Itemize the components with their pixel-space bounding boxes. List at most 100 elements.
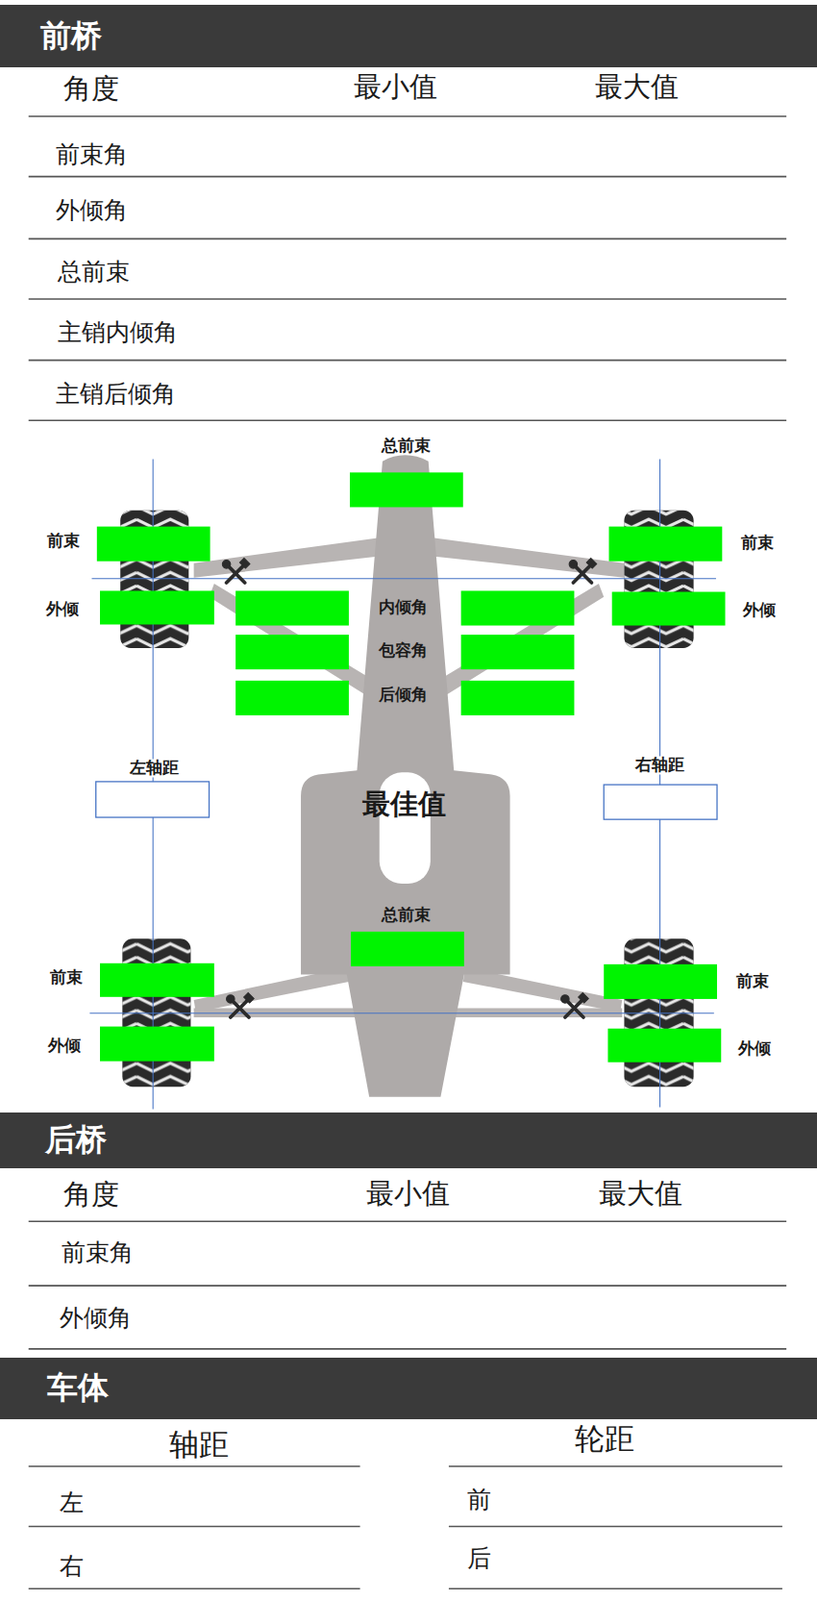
section-band: 前桥 bbox=[0, 4, 817, 68]
table-cell: 最大值 bbox=[598, 1177, 683, 1211]
table-cell: 后 bbox=[467, 1544, 492, 1573]
line-shape bbox=[28, 1586, 361, 1589]
diagram-label: 后倾角 bbox=[378, 685, 428, 704]
polygon-shape bbox=[209, 583, 371, 696]
line-shape bbox=[89, 1012, 714, 1014]
circle-shape bbox=[561, 994, 570, 1003]
rect-shape bbox=[607, 1028, 721, 1063]
rect-shape bbox=[235, 634, 349, 669]
polygon-shape bbox=[194, 537, 380, 577]
line-shape bbox=[28, 175, 787, 178]
section-band: 车体 bbox=[0, 1357, 817, 1419]
diagram-label: 总前束 bbox=[381, 905, 431, 924]
table-cell: 总前束 bbox=[57, 258, 130, 287]
section-band: 后桥 bbox=[0, 1112, 817, 1168]
table-cell: 前束角 bbox=[61, 1238, 134, 1267]
table-cell: 角度 bbox=[63, 1178, 120, 1212]
circle-shape bbox=[226, 994, 235, 1003]
value-boxes bbox=[97, 471, 726, 1062]
line-shape bbox=[28, 359, 787, 362]
section-title: 前桥 bbox=[40, 15, 102, 58]
diagram-label: 内倾角 bbox=[378, 598, 428, 618]
diagram-label: 总前束 bbox=[381, 436, 431, 455]
rect-shape bbox=[350, 931, 465, 966]
rect-shape bbox=[603, 784, 718, 819]
diagram-label: 前束 bbox=[49, 967, 83, 987]
diagram-label: 外倾 bbox=[48, 1036, 81, 1055]
line-shape bbox=[28, 1464, 361, 1467]
diagram-label: 前束 bbox=[741, 533, 774, 552]
rect-shape bbox=[578, 992, 590, 1004]
line-shape bbox=[448, 1525, 783, 1528]
diagram-label: 包容角 bbox=[378, 641, 428, 660]
rect-shape bbox=[461, 590, 575, 625]
wrench-icons bbox=[222, 558, 596, 1017]
suspension-arms bbox=[194, 537, 625, 1017]
diagram-label: 左轴距 bbox=[126, 759, 182, 778]
section-title: 车体 bbox=[47, 1366, 109, 1410]
line-shape bbox=[28, 1347, 787, 1350]
rect-shape bbox=[461, 634, 575, 669]
polygon-shape bbox=[443, 583, 605, 696]
rect-shape bbox=[239, 558, 250, 570]
line-shape bbox=[28, 115, 787, 118]
rect-shape bbox=[609, 526, 723, 562]
line-shape bbox=[448, 1464, 783, 1467]
line-shape bbox=[28, 238, 787, 241]
table-cell: 最小值 bbox=[366, 1177, 450, 1211]
table-cell: 轴距 bbox=[169, 1427, 229, 1462]
table-cell: 主销后倾角 bbox=[55, 379, 176, 408]
table-cell: 前 bbox=[467, 1485, 492, 1513]
diagram-label: 外倾 bbox=[742, 600, 776, 619]
rect-shape bbox=[99, 590, 215, 624]
rect-shape bbox=[96, 781, 210, 817]
rect-shape bbox=[612, 592, 726, 626]
table-cell: 最大值 bbox=[594, 71, 679, 104]
rect-shape bbox=[99, 1026, 215, 1062]
rect-shape bbox=[603, 964, 718, 999]
g-shape bbox=[569, 558, 597, 583]
circle-shape bbox=[569, 560, 577, 569]
rect-shape bbox=[244, 992, 255, 1004]
table-cell: 最小值 bbox=[353, 71, 438, 104]
diagram-label: 右轴距 bbox=[632, 755, 688, 774]
line-shape bbox=[448, 1586, 783, 1589]
rect-shape bbox=[235, 680, 349, 716]
table-cell: 右 bbox=[59, 1551, 84, 1580]
g-shape bbox=[222, 558, 250, 583]
diagram-label: 外倾 bbox=[46, 599, 79, 619]
rect-shape bbox=[235, 590, 349, 625]
table-cell: 前束角 bbox=[55, 141, 128, 170]
line-shape bbox=[28, 297, 787, 300]
line-shape bbox=[92, 577, 717, 579]
table-cell: 左 bbox=[59, 1488, 84, 1517]
diagram-label: 最佳值 bbox=[362, 788, 446, 821]
polygon-shape bbox=[432, 537, 625, 577]
car-body bbox=[300, 454, 511, 1096]
rect-shape bbox=[461, 680, 575, 716]
table-cell: 轮距 bbox=[574, 1421, 635, 1457]
rect-shape bbox=[349, 471, 464, 507]
line-shape bbox=[28, 1219, 787, 1222]
diagram-label: 外倾 bbox=[738, 1039, 771, 1058]
g-shape bbox=[561, 992, 590, 1017]
rect-shape bbox=[122, 938, 191, 1087]
line-shape bbox=[28, 1525, 361, 1528]
g-shape bbox=[226, 992, 255, 1017]
table-cell: 角度 bbox=[63, 74, 120, 107]
line-shape bbox=[28, 1284, 787, 1287]
rect-shape bbox=[623, 938, 694, 1087]
table-cell: 外倾角 bbox=[59, 1303, 132, 1332]
rect-shape bbox=[623, 938, 694, 1087]
rect-shape bbox=[122, 938, 191, 1087]
diagram-label: 前束 bbox=[736, 971, 769, 991]
line-shape bbox=[28, 419, 787, 421]
table-cell: 外倾角 bbox=[55, 196, 128, 224]
rect-shape bbox=[586, 558, 597, 570]
diagram-label: 前束 bbox=[47, 532, 80, 551]
section-title: 后桥 bbox=[45, 1118, 107, 1162]
table-cell: 主销内倾角 bbox=[57, 318, 178, 347]
rect-shape bbox=[97, 526, 211, 562]
circle-shape bbox=[222, 560, 230, 569]
rect-shape bbox=[99, 963, 215, 997]
